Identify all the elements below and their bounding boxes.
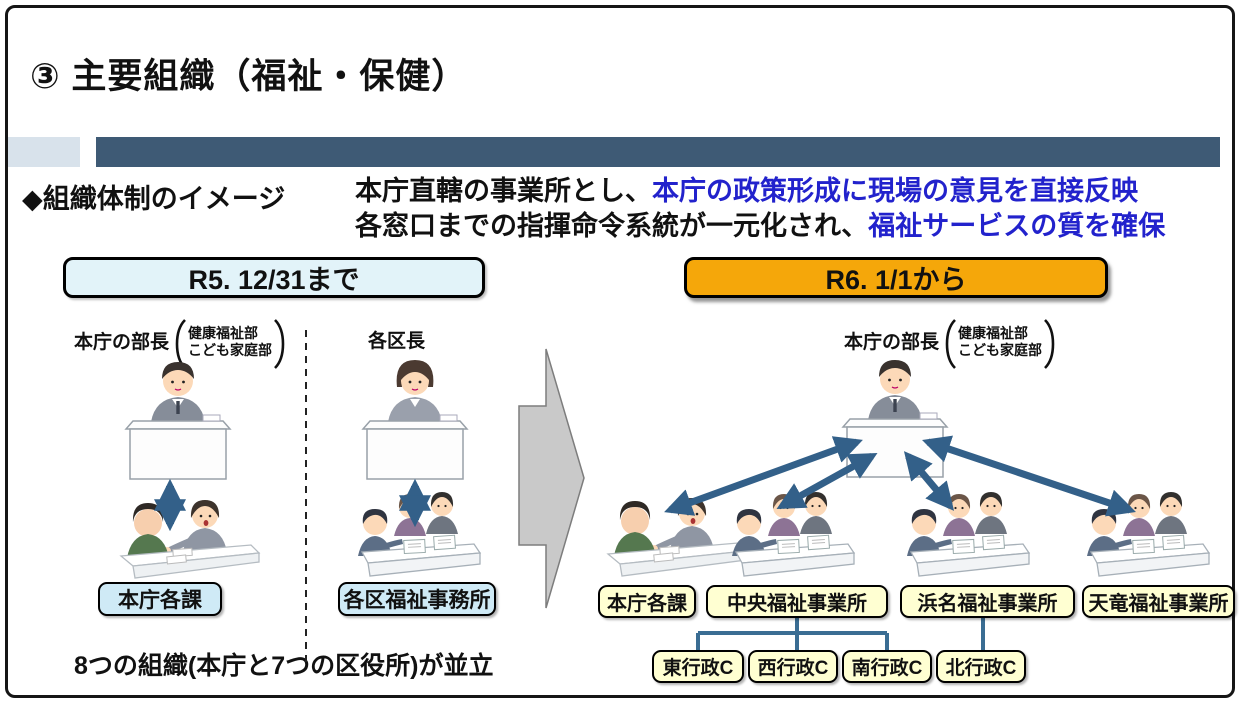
dept-line: こども家庭部 (958, 342, 1043, 358)
before-org1-box: 本庁各課 (98, 582, 222, 616)
before-org2-label: 各区長 (368, 331, 426, 352)
after-box-honcho: 本庁各課 (598, 585, 696, 618)
dept-line: 健康福祉部 (188, 325, 259, 341)
lead-line-2-blue: 福祉サービスの質を確保 (868, 211, 1166, 241)
period-before-header: R5. 12/31まで (63, 257, 485, 298)
after-box-hamana: 浜名福祉事業所 (900, 585, 1075, 618)
slide-frame: ③ 主要組織（福祉・保健） ◆組織体制のイメージ 本庁直轄の事業所とし、本庁の政… (5, 5, 1235, 698)
before-org1-chief-illustration (103, 354, 253, 484)
before-org1-label: 本庁の部長 健康福祉部 こども家庭部 (74, 318, 286, 370)
after-group-hamana-illustration (895, 488, 1035, 588)
lead-text: 本庁直轄の事業所とし、本庁の政策形成に現場の意見を直接反映 各窓口までの指揮命令… (355, 174, 1165, 244)
page-title: ③ 主要組織（福祉・保健） (30, 57, 468, 96)
before-org2-staff-illustration (346, 488, 486, 588)
dept-line: こども家庭部 (188, 342, 273, 358)
bracket-close-icon (272, 318, 286, 370)
after-group-tenryu-illustration (1075, 488, 1215, 588)
lead-line-1-black: 本庁直轄の事業所とし、 (355, 176, 652, 206)
before-org1-title: 本庁の部長 (74, 332, 170, 353)
before-org2-chief-illustration (340, 354, 490, 484)
after-box-tenryu: 天竜福祉事業所 (1082, 585, 1235, 618)
period-after-header: R6. 1/1から (684, 257, 1108, 298)
after-box-chuo: 中央福祉事業所 (706, 585, 888, 618)
before-org1-staff-illustration (103, 492, 263, 586)
after-subbox-east: 東行政C (652, 650, 744, 683)
lead-line-1: 本庁直轄の事業所とし、本庁の政策形成に現場の意見を直接反映 (355, 174, 1165, 209)
before-note: 8つの組織(本庁と7つの区役所)が並立 (74, 652, 494, 680)
dept-line: 健康福祉部 (958, 325, 1029, 341)
after-leader-label: 本庁の部長 健康福祉部 こども家庭部 (844, 318, 1056, 370)
after-subbox-south: 南行政C (842, 650, 932, 683)
bracket-close-icon (1042, 318, 1056, 370)
lead-line-2-black: 各窓口までの指揮命令系統が一元化され、 (355, 211, 869, 241)
lead-line-2: 各窓口までの指揮命令系統が一元化され、福祉サービスの質を確保 (355, 209, 1165, 244)
after-subbox-west: 西行政C (748, 650, 838, 683)
after-leader-depts: 健康福祉部 こども家庭部 (958, 318, 1042, 359)
after-leader-title: 本庁の部長 (844, 332, 940, 353)
header-bar-light-segment (8, 137, 80, 167)
chuo-tree-connector (696, 618, 889, 650)
after-subbox-north: 北行政C (936, 650, 1026, 683)
before-org1-depts: 健康福祉部 こども家庭部 (188, 318, 272, 359)
before-org2-box: 各区福祉事務所 (338, 582, 496, 616)
section-label: ◆組織体制のイメージ (22, 184, 286, 214)
after-group-chuo-illustration (720, 488, 860, 588)
transition-arrow-icon (518, 348, 585, 609)
header-bar (96, 137, 1220, 167)
after-leader-illustration (820, 352, 970, 482)
lead-line-1-blue: 本庁の政策形成に現場の意見を直接反映 (652, 176, 1138, 206)
